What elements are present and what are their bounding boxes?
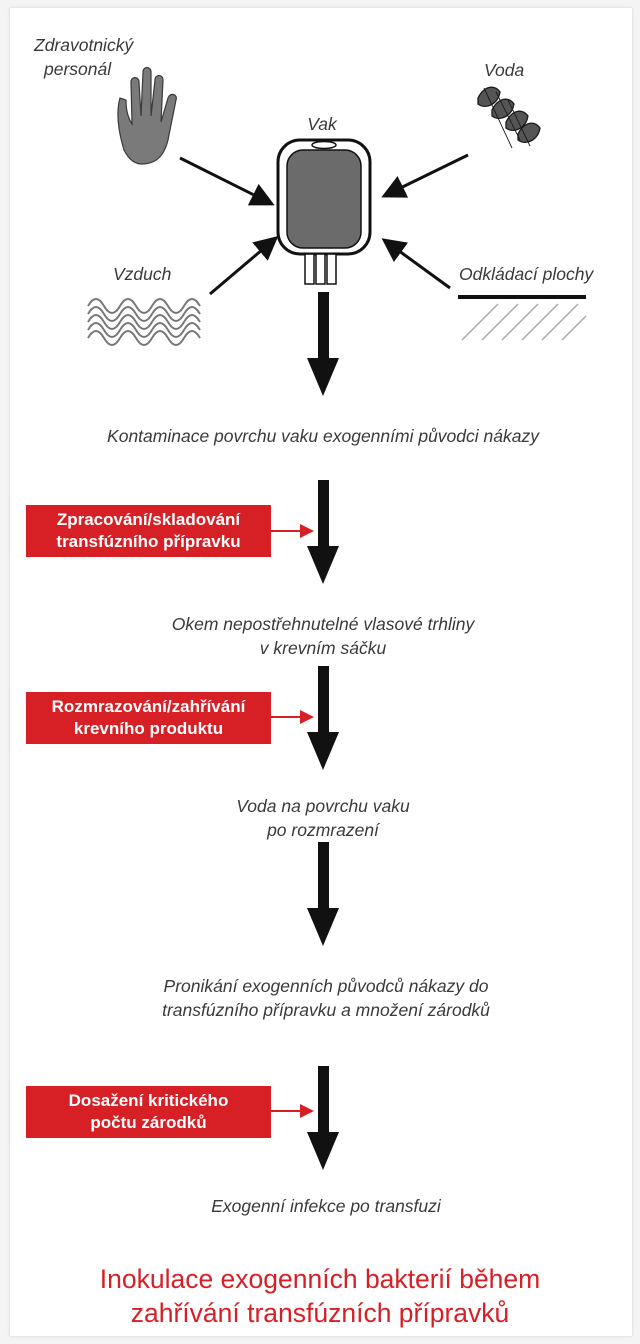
step-4-text-line1: Pronikání exogenních původců nákazy do	[163, 976, 489, 996]
step-4-text-line2: transfúzního přípravku a množení zárodků	[162, 1000, 490, 1020]
factor-2-line1: Rozmrazování/zahřívání	[51, 697, 246, 716]
step-2-text-line1: Okem nepostřehnutelné vlasové trhliny	[171, 614, 475, 634]
step-1-text: Kontaminace povrchu vaku exogenními půvo…	[107, 426, 539, 446]
staff-label-line1: Zdravotnický	[34, 35, 134, 55]
factor-1-line1: Zpracování/skladování	[56, 510, 241, 529]
factor-1-line2: transfúzního přípravku	[56, 532, 241, 551]
factor-3-line1: Dosažení kritického	[68, 1091, 229, 1110]
water-drops-icon	[477, 86, 541, 149]
water-label: Voda	[484, 60, 525, 80]
step-3-text-line2: po rozmrazení	[267, 820, 379, 840]
hand-icon	[117, 66, 177, 165]
step-2-text-line2: v krevním sáčku	[259, 638, 387, 658]
footer-title-line1: Inokulace exogenních bakterií během	[99, 1264, 541, 1294]
factor-processing-storage: Zpracování/skladování transfúzního přípr…	[26, 505, 271, 557]
staff-label-line2: personál	[44, 59, 112, 79]
footer-title-line2: zahřívání transfúzních přípravků	[130, 1298, 510, 1328]
factor-3-line2: počtu zárodků	[90, 1113, 207, 1132]
blood-bag-icon	[276, 138, 372, 285]
surfaces-label: Odkládací plochy	[459, 264, 594, 284]
factor-critical-germ-count: Dosažení kritického počtu zárodků	[26, 1086, 271, 1138]
flow-arrows	[307, 292, 339, 1170]
air-label: Vzduch	[113, 264, 172, 284]
factor-2-line2: krevního produktu	[73, 719, 224, 738]
step-3-text-line1: Voda na povrchu vaku	[236, 796, 410, 816]
surface-icon	[458, 295, 587, 341]
factor-thawing-warming: Rozmrazování/zahřívání krevního produktu	[26, 692, 271, 744]
factor-connectors	[271, 524, 314, 1118]
source-arrows	[179, 153, 469, 296]
bag-label: Vak	[307, 114, 337, 134]
air-waves-icon	[87, 298, 201, 346]
step-5-text: Exogenní infekce po transfuzi	[211, 1196, 441, 1216]
